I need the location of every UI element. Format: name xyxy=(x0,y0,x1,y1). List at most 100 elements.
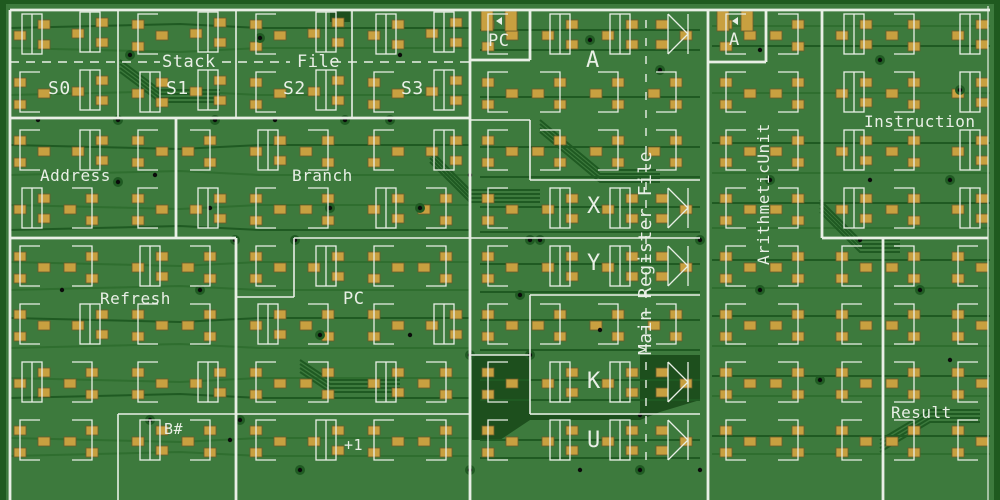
footprint-outline xyxy=(778,303,799,345)
smd-pad xyxy=(331,445,345,456)
smd-pad xyxy=(213,387,227,398)
smd-pad xyxy=(391,19,405,30)
via xyxy=(697,237,703,243)
smd-pad xyxy=(307,262,321,273)
footprint-outline xyxy=(137,129,158,171)
smd-pad xyxy=(743,378,757,389)
smd-pad xyxy=(299,146,313,157)
smd-pad xyxy=(625,367,639,378)
smd-pad xyxy=(541,378,555,389)
smd-pad xyxy=(425,146,439,157)
footprint-outline xyxy=(426,245,447,287)
smd-pad xyxy=(425,320,439,331)
footprint-outline xyxy=(667,13,689,55)
via xyxy=(527,237,533,243)
smd-pad xyxy=(155,445,169,456)
smd-pad xyxy=(37,146,51,157)
smd-pad xyxy=(131,88,145,99)
footprint-outline xyxy=(255,361,276,403)
smd-pad xyxy=(273,329,287,340)
smd-pad xyxy=(63,378,77,389)
smd-pad xyxy=(859,77,873,88)
smd-pad xyxy=(37,39,51,50)
via xyxy=(947,177,953,183)
smd-pad xyxy=(647,88,661,99)
smd-pad xyxy=(155,97,169,108)
smd-pad xyxy=(391,193,405,204)
smd-pad xyxy=(975,193,989,204)
footprint-outline xyxy=(725,71,746,113)
smd-pad xyxy=(975,436,989,447)
smd-pad xyxy=(655,367,669,378)
smd-pad xyxy=(565,19,579,30)
footprint-outline xyxy=(19,71,40,113)
smd-pad xyxy=(391,213,405,224)
footprint-outline xyxy=(19,245,40,287)
smd-pad xyxy=(589,146,603,157)
footprint-outline xyxy=(373,419,394,461)
footprint-outline xyxy=(540,303,561,345)
footprint-outline xyxy=(598,129,619,171)
smd-pad xyxy=(601,378,615,389)
copper-trace xyxy=(9,437,470,443)
smd-pad xyxy=(885,146,899,157)
footprint-outline xyxy=(190,245,211,287)
smd-pad xyxy=(835,30,849,41)
smd-pad xyxy=(975,262,989,273)
smd-pad xyxy=(181,320,195,331)
smd-pad xyxy=(769,146,783,157)
footprint-outline xyxy=(725,361,746,403)
footprint-outline xyxy=(894,361,915,403)
via xyxy=(577,467,583,473)
smd-pad xyxy=(565,445,579,456)
smd-pad xyxy=(625,19,639,30)
led-polarity-mark xyxy=(496,17,502,25)
smd-pad xyxy=(531,88,545,99)
smd-pad xyxy=(625,251,639,262)
smd-pad xyxy=(63,204,77,215)
smd-pad xyxy=(589,320,603,331)
copper-pour xyxy=(472,355,700,440)
footprint-outline xyxy=(725,245,746,287)
via xyxy=(197,287,203,293)
smd-pad xyxy=(37,19,51,30)
footprint-outline xyxy=(487,303,508,345)
smd-pad xyxy=(975,77,989,88)
smd-pad xyxy=(95,135,109,146)
smd-pad xyxy=(155,425,169,436)
smd-pad xyxy=(367,30,381,41)
smd-pad xyxy=(625,425,639,436)
footprint-outline xyxy=(308,303,329,345)
footprint-outline xyxy=(487,129,508,171)
smd-pad xyxy=(885,320,899,331)
smd-pad xyxy=(37,387,51,398)
footprint-outline xyxy=(255,71,276,113)
smd-pad xyxy=(625,39,639,50)
smd-pad xyxy=(449,135,463,146)
footprint-outline xyxy=(598,71,619,113)
footprint-outline xyxy=(894,129,915,171)
smd-pad xyxy=(975,320,989,331)
footprint-outline xyxy=(894,245,915,287)
label-pc-indicator: PC xyxy=(488,31,510,51)
smd-pad xyxy=(449,95,463,106)
smd-pad xyxy=(95,309,109,320)
smd-pad xyxy=(655,39,669,50)
smd-pad xyxy=(37,367,51,378)
smd-pad xyxy=(155,320,169,331)
smd-pad xyxy=(743,146,757,157)
smd-pad xyxy=(655,193,669,204)
smd-pad xyxy=(131,436,145,447)
footprint-outline xyxy=(255,187,276,229)
via xyxy=(407,332,413,338)
footprint-outline xyxy=(894,303,915,345)
footprint-outline xyxy=(894,187,915,229)
smd-pad xyxy=(505,146,519,157)
footprint-outline xyxy=(725,13,746,55)
smd-pad xyxy=(391,436,405,447)
smd-pad xyxy=(541,204,555,215)
smd-pad xyxy=(417,378,431,389)
smd-pad xyxy=(859,262,873,273)
